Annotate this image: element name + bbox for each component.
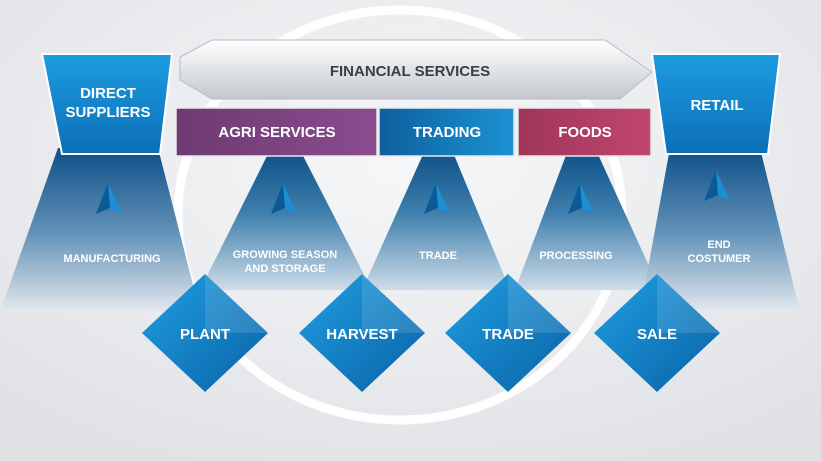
diamond-shine — [508, 274, 571, 333]
column-label-growing-2: AND STORAGE — [244, 263, 325, 275]
stage-diamonds — [142, 274, 720, 392]
segment-foods — [517, 107, 652, 157]
stage-diamond-harvest — [299, 274, 425, 392]
retail-box — [650, 53, 782, 155]
stage-label-plant: PLANT — [180, 326, 230, 343]
diamond-shine — [657, 274, 720, 333]
segment-label-trading: TRADING — [413, 124, 481, 141]
column-label-end-2: COSTUMER — [688, 253, 751, 265]
direct-suppliers-line2: SUPPLIERS — [65, 104, 150, 121]
stage-label-sale: SALE — [637, 326, 677, 343]
segment-agri-services — [175, 107, 378, 157]
beams — [0, 148, 800, 312]
stage-diamond-trade — [445, 274, 571, 392]
segment-label-agri: AGRI SERVICES — [218, 124, 335, 141]
stage-diamond-plant — [142, 274, 268, 392]
segment-trading — [378, 107, 515, 157]
beam-trade — [362, 150, 510, 290]
column-label-manufacturing: MANUFACTURING — [63, 253, 160, 265]
diamond-shine — [205, 274, 268, 333]
beam-manufacturing — [0, 148, 200, 312]
financial-services-label: FINANCIAL SERVICES — [330, 63, 490, 80]
retail-label: RETAIL — [690, 97, 743, 114]
stage-diamond-sale — [594, 274, 720, 392]
beam-processing — [515, 150, 660, 290]
column-label-growing-1: GROWING SEASON — [233, 249, 338, 261]
stage-label-trade: TRADE — [482, 326, 534, 343]
segment-label-foods: FOODS — [558, 124, 611, 141]
column-label-trade: TRADE — [419, 250, 457, 262]
direct-suppliers-line1: DIRECT — [80, 85, 136, 102]
financial-services-banner — [179, 39, 653, 100]
beam-growing — [200, 150, 372, 290]
column-label-processing: PROCESSING — [539, 250, 612, 262]
direct-suppliers-box — [40, 53, 174, 155]
column-label-end-1: END — [707, 239, 730, 251]
beam-end-customer — [640, 148, 800, 312]
stage-label-harvest: HARVEST — [326, 326, 397, 343]
diamond-shine — [362, 274, 425, 333]
